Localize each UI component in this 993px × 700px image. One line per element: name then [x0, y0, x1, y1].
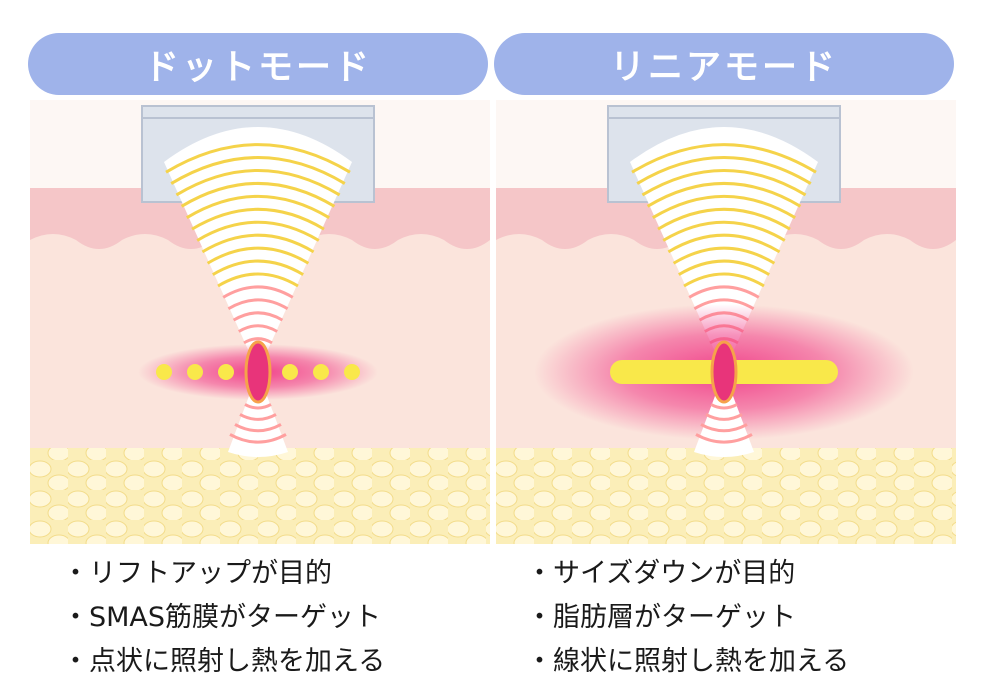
feature-item: ・脂肪層がターゲット	[526, 596, 849, 640]
treatment-dot	[187, 364, 203, 380]
treatment-dot	[282, 364, 298, 380]
linear-mode-diagram	[496, 100, 956, 544]
feature-item: ・SMAS筋膜がターゲット	[62, 596, 385, 640]
fat-layer	[30, 448, 490, 544]
focal-point	[246, 342, 270, 402]
fat-layer	[496, 448, 956, 544]
linear-mode-features: ・サイズダウンが目的 ・脂肪層がターゲット ・線状に照射し熱を加える	[526, 552, 849, 684]
treatment-dot	[313, 364, 329, 380]
dot-mode-features: ・リフトアップが目的 ・SMAS筋膜がターゲット ・点状に照射し熱を加える	[62, 552, 385, 684]
treatment-dot	[218, 364, 234, 380]
feature-item: ・点状に照射し熱を加える	[62, 640, 385, 684]
feature-item: ・線状に照射し熱を加える	[526, 640, 849, 684]
linear-mode-title: リニアモード	[494, 33, 954, 95]
dot-mode-diagram	[30, 100, 490, 544]
focal-point	[712, 342, 736, 402]
feature-item: ・サイズダウンが目的	[526, 552, 849, 596]
treatment-dot	[344, 364, 360, 380]
treatment-dot	[156, 364, 172, 380]
dot-mode-title: ドットモード	[28, 33, 488, 95]
feature-item: ・リフトアップが目的	[62, 552, 385, 596]
